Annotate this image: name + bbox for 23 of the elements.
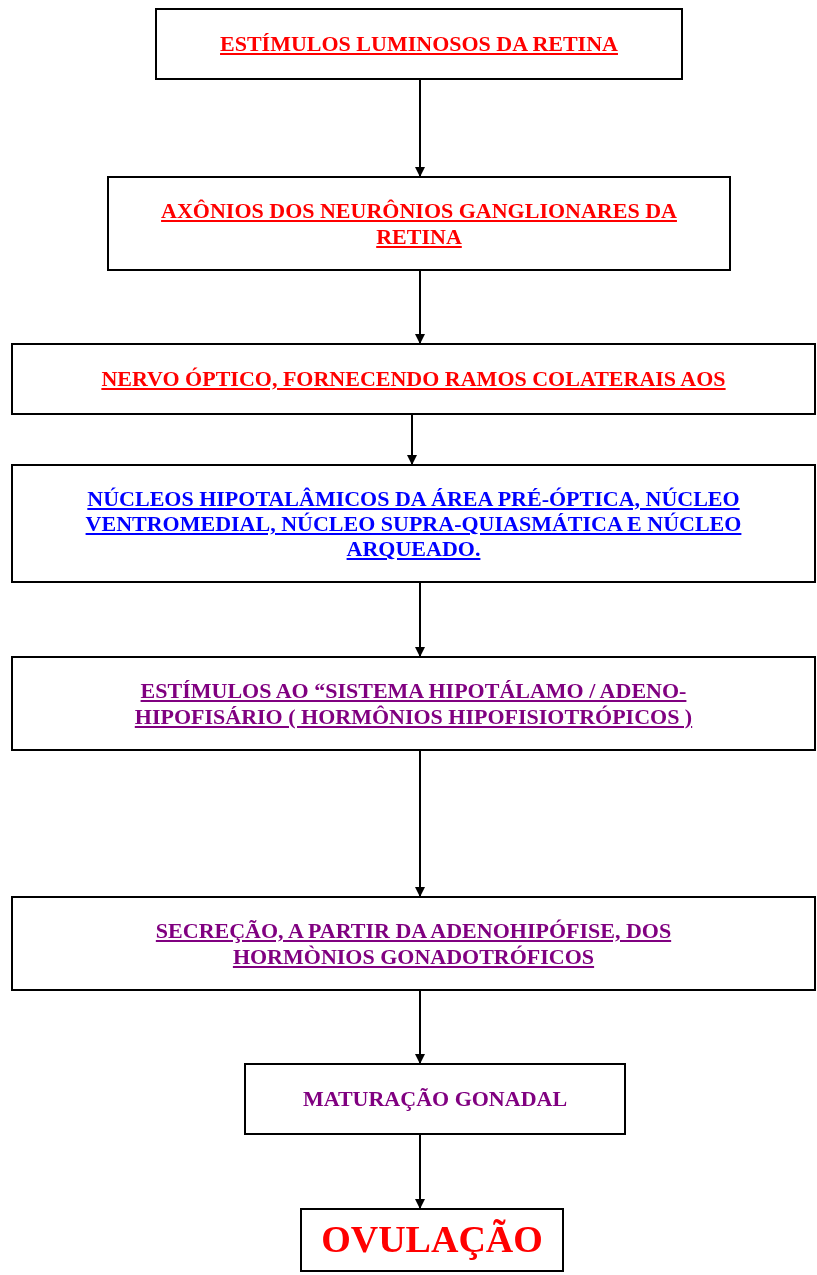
process-box xyxy=(11,343,816,415)
process-box xyxy=(300,1208,564,1272)
box-text: MATURAÇÃO GONADAL xyxy=(302,1086,568,1112)
arrow xyxy=(415,582,425,657)
box-text: SECREÇÃO, A PARTIR DA ADENOHIPÓFISE, DOS HORMÒNIOS GONADOTRÓFICOS xyxy=(154,918,673,969)
arrow xyxy=(415,750,425,897)
process-box xyxy=(11,896,816,991)
arrow xyxy=(415,1134,425,1209)
box-text: ESTÍMULOS LUMINOSOS DA RETINA xyxy=(220,31,618,57)
process-box xyxy=(244,1063,626,1135)
box-text: ESTÍMULOS AO “SISTEMA HIPOTÁLAMO / ADENO-HIPOFISÁRIO ( HORMÔNIOS HIPOFISIOTRÓPICOS ) xyxy=(133,678,694,729)
box-text: AXÔNIOS DOS NEURÔNIOS GANGLIONARES DA RETINA xyxy=(160,198,678,249)
box-text: NERVO ÓPTICO, FORNECENDO RAMOS COLATERAIS AOS xyxy=(101,366,726,392)
process-box xyxy=(11,656,816,751)
arrow xyxy=(415,990,425,1064)
arrow xyxy=(415,270,425,344)
box-text: NÚCLEOS HIPOTALÂMICOS DA ÁREA PRÉ-ÓPTICA, NÚCLEO VENTROMEDIAL, NÚCLEO SUPRA-QUIASMÁTICA E NÚCLEO ARQUEADO. xyxy=(84,485,743,562)
process-box xyxy=(11,464,816,583)
box-text: OVULAÇÃO xyxy=(321,1218,543,1262)
process-box xyxy=(107,176,731,271)
process-box xyxy=(155,8,683,80)
arrow xyxy=(415,79,425,177)
arrow xyxy=(407,414,417,465)
